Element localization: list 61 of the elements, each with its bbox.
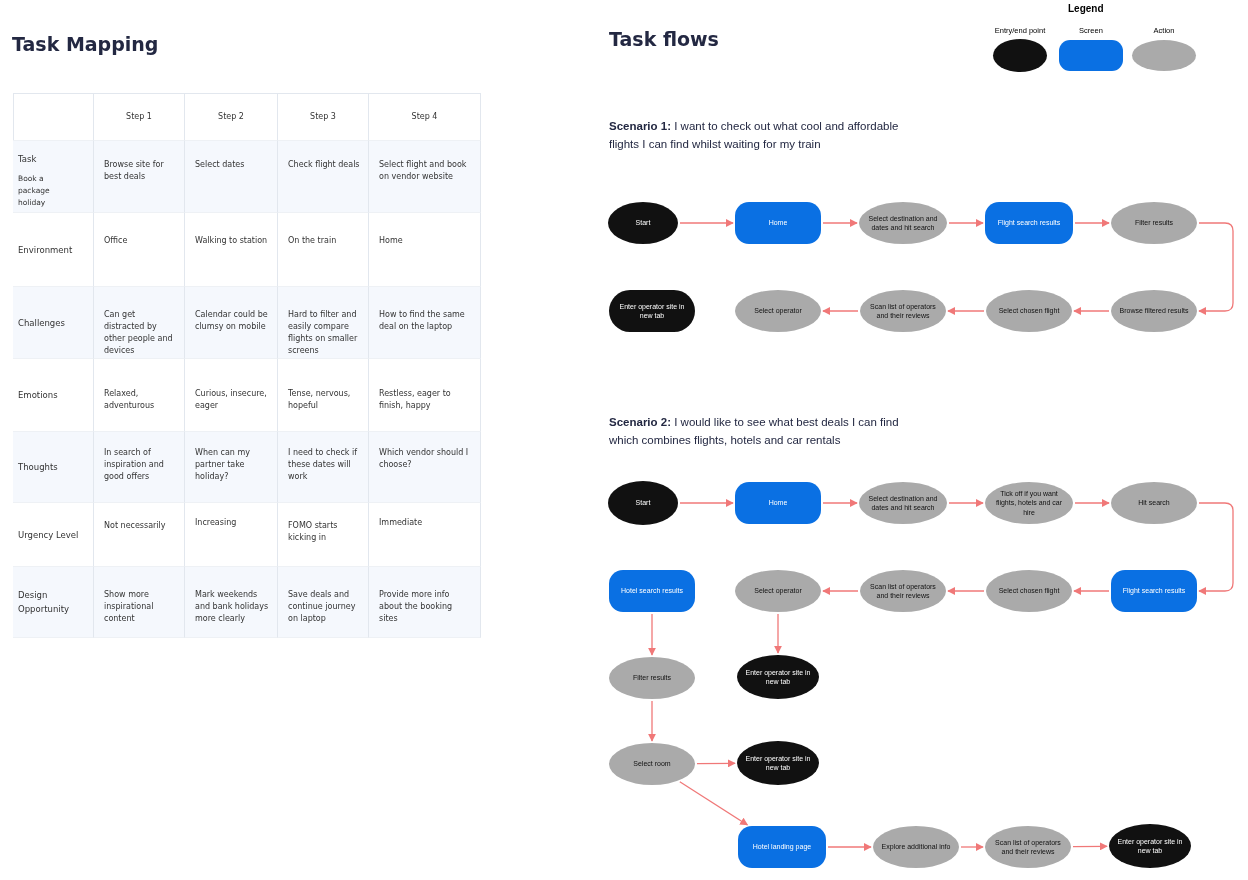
table-cell: Curious, insecure, eager xyxy=(185,359,278,432)
table-cell: Select dates xyxy=(185,141,278,213)
arrow xyxy=(648,613,656,656)
arrow xyxy=(822,499,858,507)
table-cell: Provide more info about the booking sites xyxy=(369,567,481,638)
arrow xyxy=(1074,219,1110,227)
table-cell: Browse site for best deals xyxy=(94,141,185,213)
arrow xyxy=(827,843,872,851)
arrow xyxy=(679,499,734,507)
table-cell: Calendar could be clumsy on mobile xyxy=(185,287,278,359)
arrow xyxy=(774,613,782,654)
table-cell: Not necessarily xyxy=(94,503,185,567)
arrow xyxy=(948,219,984,227)
legend-heading: Legend xyxy=(1068,3,1104,14)
table-cell: Which vendor should I choose? xyxy=(369,432,481,503)
row-header: Design Opportunity xyxy=(13,567,94,638)
row-header: Thoughts xyxy=(13,432,94,503)
heading: Task Mapping xyxy=(12,33,159,55)
table-cell: Show more inspirational content xyxy=(94,567,185,638)
table-cell: On the train xyxy=(278,213,369,287)
arrow xyxy=(1198,222,1234,315)
table-cell: Save deals and continue journey on laptop xyxy=(278,567,369,638)
table-cell: Tense, nervous, hopeful xyxy=(278,359,369,432)
scenario-text: Scenario 2: I would like to see what best deals I can find which combines flights, hotels and car rentals xyxy=(609,415,900,448)
arrow xyxy=(679,781,749,826)
arrow xyxy=(679,219,734,227)
heading: Task flows xyxy=(609,28,719,50)
arrow xyxy=(947,307,985,315)
row-header: Environment xyxy=(13,213,94,287)
table-cell: Walking to station xyxy=(185,213,278,287)
scenario-text: Scenario 1: I want to check out what cool and affordable flights I can find whilst waiting for my train xyxy=(609,119,900,152)
table-cell: Hard to filter and easily compare flights on smaller screens xyxy=(278,287,369,359)
table-cell: Can get distracted by other people and devices xyxy=(94,287,185,359)
arrow xyxy=(1074,499,1110,507)
arrow xyxy=(822,307,859,315)
row-header: Urgency Level xyxy=(13,503,94,567)
table-cell: Increasing xyxy=(185,503,278,567)
row-header: Task xyxy=(18,153,38,165)
arrow xyxy=(947,587,985,595)
arrow xyxy=(822,219,858,227)
arrow xyxy=(648,700,656,742)
table-cell: Office xyxy=(94,213,185,287)
table-cell: I need to check if these dates will work xyxy=(278,432,369,503)
table-cell: How to find the same deal on the laptop xyxy=(369,287,481,359)
arrow xyxy=(1072,842,1108,851)
table-cell: Check flight deals xyxy=(278,141,369,213)
table-cell: Relaxed, adventurous xyxy=(94,359,185,432)
arrow xyxy=(1073,307,1110,315)
row-header: Emotions xyxy=(13,359,94,432)
table-cell: In search of inspiration and good offers xyxy=(94,432,185,503)
arrow xyxy=(960,843,984,851)
row-header: Challenges xyxy=(13,287,94,359)
table-cell: Mark weekends and bank holidays more clearly xyxy=(185,567,278,638)
table-cell: When can my partner take holiday? xyxy=(185,432,278,503)
arrow xyxy=(822,587,859,595)
arrow xyxy=(696,759,736,768)
table-cell: FOMO starts kicking in xyxy=(278,503,369,567)
arrow xyxy=(948,499,984,507)
arrow xyxy=(1198,502,1234,595)
table-cell: Select flight and book on vendor website xyxy=(369,141,481,213)
arrow xyxy=(1073,587,1110,595)
